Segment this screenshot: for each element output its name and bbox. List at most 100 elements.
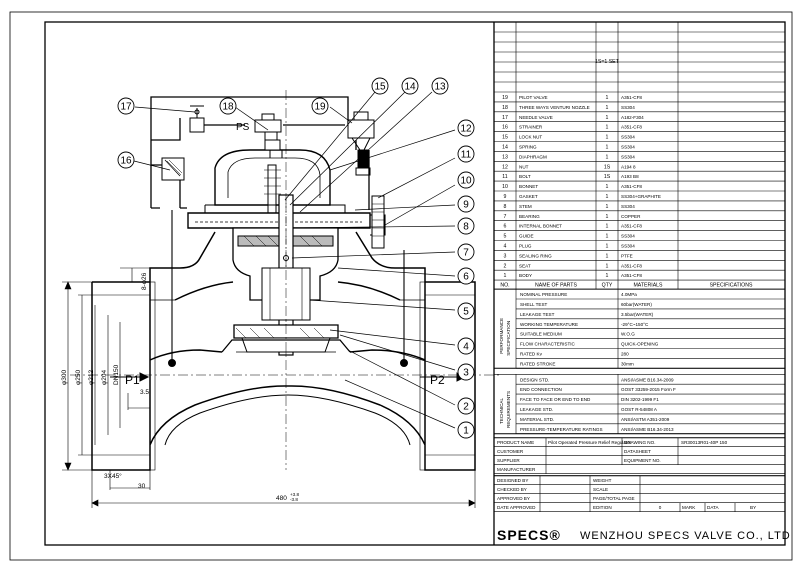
part-qty-4: 1 [606, 244, 609, 250]
dim-250: φ250 [75, 370, 82, 385]
callout-number-16: 16 [120, 156, 132, 167]
sig-approved_by: APPROVED BY [497, 496, 530, 501]
part-no-2: 2 [504, 263, 507, 269]
ps-label: PS [236, 122, 250, 133]
part-no-14: 14 [502, 145, 508, 151]
callout-number-6: 6 [463, 272, 469, 283]
part-no-4: 4 [504, 244, 507, 250]
manufacturer-label: MANUFACTURER [497, 467, 536, 472]
part-material-10: A351-CF8 [621, 184, 642, 189]
part-no-16: 16 [502, 125, 508, 131]
callout-bubble-4 [457, 337, 475, 355]
part-qty-3: 1 [606, 253, 609, 259]
part-material-2: A351-CF8 [621, 263, 642, 268]
brand-logo: SPECS® [497, 527, 561, 543]
part-name-5: GUIDE [519, 234, 534, 239]
technical-key-1: END CONNECTION [520, 387, 562, 392]
part-no-19: 19 [502, 95, 508, 101]
part-qty-2: 1 [606, 263, 609, 269]
callout-bubble-18 [219, 97, 237, 115]
data-label: DATA [707, 505, 720, 510]
pilot-valve [347, 111, 375, 176]
callout-number-15: 15 [374, 82, 386, 93]
part-material-19: A351-CF8 [621, 95, 642, 100]
technical-value-0: ANSI/ASME B16.34-2009 [621, 377, 674, 382]
part-material-17: A182-F304 [621, 115, 644, 120]
callout-leaders [129, 91, 456, 429]
part-name-12: NUT [519, 164, 529, 169]
dim-bolt-holes: 8-φ26 [141, 272, 148, 290]
callout-bubble-17 [117, 97, 135, 115]
part-material-5: SS304 [621, 234, 635, 239]
part-name-17: NEEDLE VALVE [519, 115, 553, 120]
sig-page_total: PAGE/TOTAL PAGE [593, 496, 635, 501]
strainer [161, 157, 185, 181]
part-no-18: 18 [502, 105, 508, 111]
performance-value-5: QUICK-OPENING [621, 342, 659, 347]
dim-300: φ300 [61, 370, 68, 385]
drawing-no-value: SR30013R01-40P 150 [681, 440, 728, 445]
by-label: BY [750, 505, 756, 510]
inner-border [44, 21, 786, 546]
part-name-11: BOLT [519, 174, 531, 179]
part-qty-18: 1 [606, 105, 609, 111]
part-name-3: SEALING RING [519, 253, 552, 258]
sig-checked_by: CHECKED BY [497, 487, 527, 492]
part-name-9: GASKET [519, 194, 538, 199]
sig-designed_by: DESIGNED BY [497, 478, 528, 483]
performance-value-1: 60bar(WATER) [621, 302, 652, 307]
callout-number-9: 9 [463, 200, 469, 211]
part-qty-19: 1 [606, 95, 609, 101]
performance-key-2: LEAKAGE TEST [520, 312, 555, 317]
product-name-label: PRODUCT NAME [497, 440, 534, 445]
parts-header-qty: QTY [602, 283, 613, 289]
part-no-8: 8 [504, 204, 507, 210]
part-material-18: SS304 [621, 105, 635, 110]
dim-30: 30 [138, 483, 146, 490]
part-qty-13: 1 [606, 154, 609, 160]
performance-key-6: RATED Kv [520, 352, 543, 357]
callout-bubble-1 [457, 421, 475, 439]
callout-number-13: 13 [434, 82, 446, 93]
part-material-8: SS304 [621, 204, 635, 209]
part-name-10: BONNET [519, 184, 538, 189]
performance-key-7: RATED STROKE [520, 361, 555, 366]
part-material-13: SS304 [621, 154, 635, 159]
part-qty-5: 1 [606, 234, 609, 240]
part-material-14: SS304 [621, 145, 635, 150]
callout-number-12: 12 [460, 124, 472, 135]
part-name-16: STRAINER [519, 125, 543, 130]
callout-bubble-9 [457, 195, 475, 213]
part-no-11: 11 [502, 174, 507, 180]
part-material-16: A351-CF8 [621, 125, 642, 130]
technical-key-5: PRESSURE-TEMPERATURE RATINGS [520, 427, 603, 432]
part-no-6: 6 [504, 224, 507, 230]
part-no-15: 15 [502, 135, 508, 141]
part-no-3: 3 [504, 253, 507, 259]
parts-header-spec: SPECIFICATIONS [710, 283, 753, 289]
technical-value-4: ANSI/ASTM A351-2009 [621, 417, 670, 422]
part-qty-6: 1 [606, 224, 609, 230]
part-no-13: 13 [502, 154, 508, 160]
edition-value: 0 [659, 505, 662, 510]
dim-3-5: 3.5 [140, 389, 149, 396]
customer-label: CUSTOMER [497, 449, 524, 454]
callout-bubble-12 [457, 119, 475, 137]
part-qty-1: 1 [606, 273, 609, 279]
part-qty-12: 1S [604, 164, 611, 170]
callout-number-8: 8 [463, 222, 469, 233]
technical-value-2: DIN 3202-1999 F1 [621, 397, 659, 402]
part-qty-16: 1 [606, 125, 609, 131]
valve-drawing [62, 90, 500, 508]
callout-number-19: 19 [314, 102, 326, 113]
callout-bubble-10 [457, 171, 475, 189]
callout-number-7: 7 [463, 248, 469, 259]
outer-border [9, 11, 793, 561]
callout-bubble-8 [457, 217, 475, 235]
callout-bubble-7 [457, 243, 475, 261]
parts-header-name: NAME OF PARTS [535, 283, 577, 289]
callout-bubble-16 [117, 151, 135, 169]
callout-number-11: 11 [461, 150, 472, 161]
part-no-5: 5 [504, 234, 507, 240]
part-material-1: A351-CF8 [621, 273, 642, 278]
